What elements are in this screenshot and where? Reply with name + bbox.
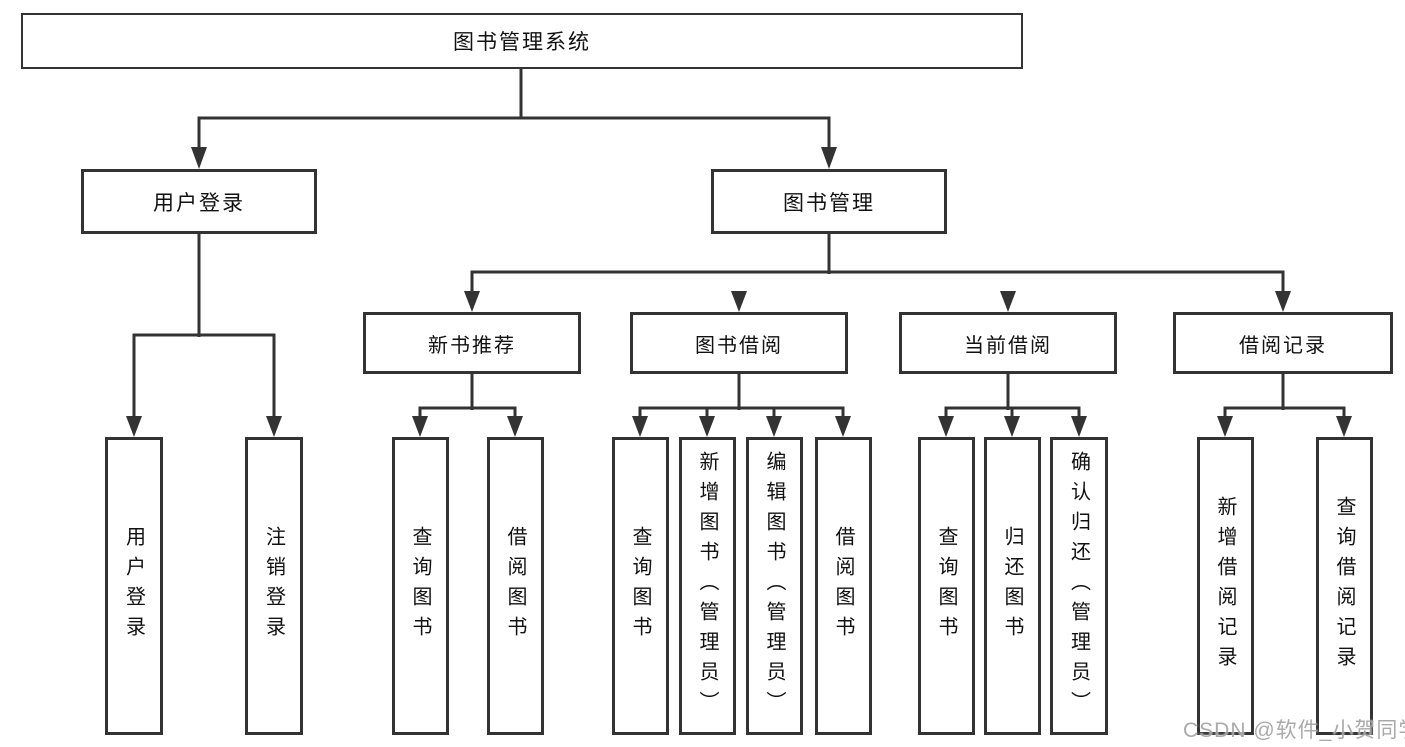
node-book-borrowing: 图书借阅 [630, 312, 848, 374]
leaf-return-books: 归还图书 [984, 437, 1041, 735]
node-root: 图书管理系统 [21, 13, 1023, 69]
arrowhead-icon [507, 416, 523, 437]
leaf-add-borrow-record: 新增借阅记录 [1197, 437, 1254, 735]
arrowhead-icon [632, 416, 648, 437]
connector-line [1223, 406, 1346, 420]
arrowhead-icon [126, 416, 142, 437]
leaf-confirm-return-admin: 确认归还（管理员） [1050, 437, 1108, 735]
arrowhead-icon [412, 416, 428, 437]
leaf-query-books-2: 查询图书 [612, 437, 669, 735]
connector-line [638, 406, 845, 420]
leaf-edit-books-admin: 编辑图书（管理员） [746, 437, 803, 735]
connector-line [470, 270, 1285, 295]
arrowhead-icon [1217, 416, 1233, 437]
node-book-management: 图书管理 [711, 169, 947, 234]
arrowhead-icon [766, 416, 782, 437]
arrowhead-icon [464, 291, 480, 312]
leaf-user-login: 用户登录 [105, 437, 163, 735]
arrowhead-icon [731, 291, 747, 312]
csdn-watermark: CSDN @软件_小贺同学 [1183, 719, 1405, 742]
arrowhead-icon [699, 416, 715, 437]
arrowhead-icon [1004, 416, 1020, 437]
leaf-query-borrow-record: 查询借阅记录 [1316, 437, 1373, 735]
leaf-borrow-books-2: 借阅图书 [815, 437, 872, 735]
arrowhead-icon [1275, 291, 1291, 312]
leaf-logout: 注销登录 [245, 437, 303, 735]
arrowhead-icon [835, 416, 851, 437]
leaf-add-books-admin: 新增图书（管理员） [679, 437, 736, 735]
arrowhead-icon [1000, 291, 1016, 312]
leaf-query-books-1: 查询图书 [392, 437, 449, 735]
node-borrow-records: 借阅记录 [1173, 312, 1393, 374]
arrowhead-icon [938, 416, 954, 437]
arrowhead-icon [1071, 416, 1087, 437]
arrowhead-icon [266, 416, 282, 437]
arrowhead-icon [821, 147, 837, 169]
node-current-borrowing: 当前借阅 [899, 312, 1117, 374]
leaf-query-books-3: 查询图书 [918, 437, 975, 735]
node-new-book-recommend: 新书推荐 [363, 312, 581, 374]
arrowhead-icon [1336, 416, 1352, 437]
connector-line [197, 116, 831, 152]
leaf-borrow-books-1: 借阅图书 [487, 437, 544, 735]
connector-line [418, 406, 517, 420]
connector-line [132, 333, 276, 420]
arrowhead-icon [191, 147, 207, 169]
node-user-login: 用户登录 [81, 169, 317, 234]
